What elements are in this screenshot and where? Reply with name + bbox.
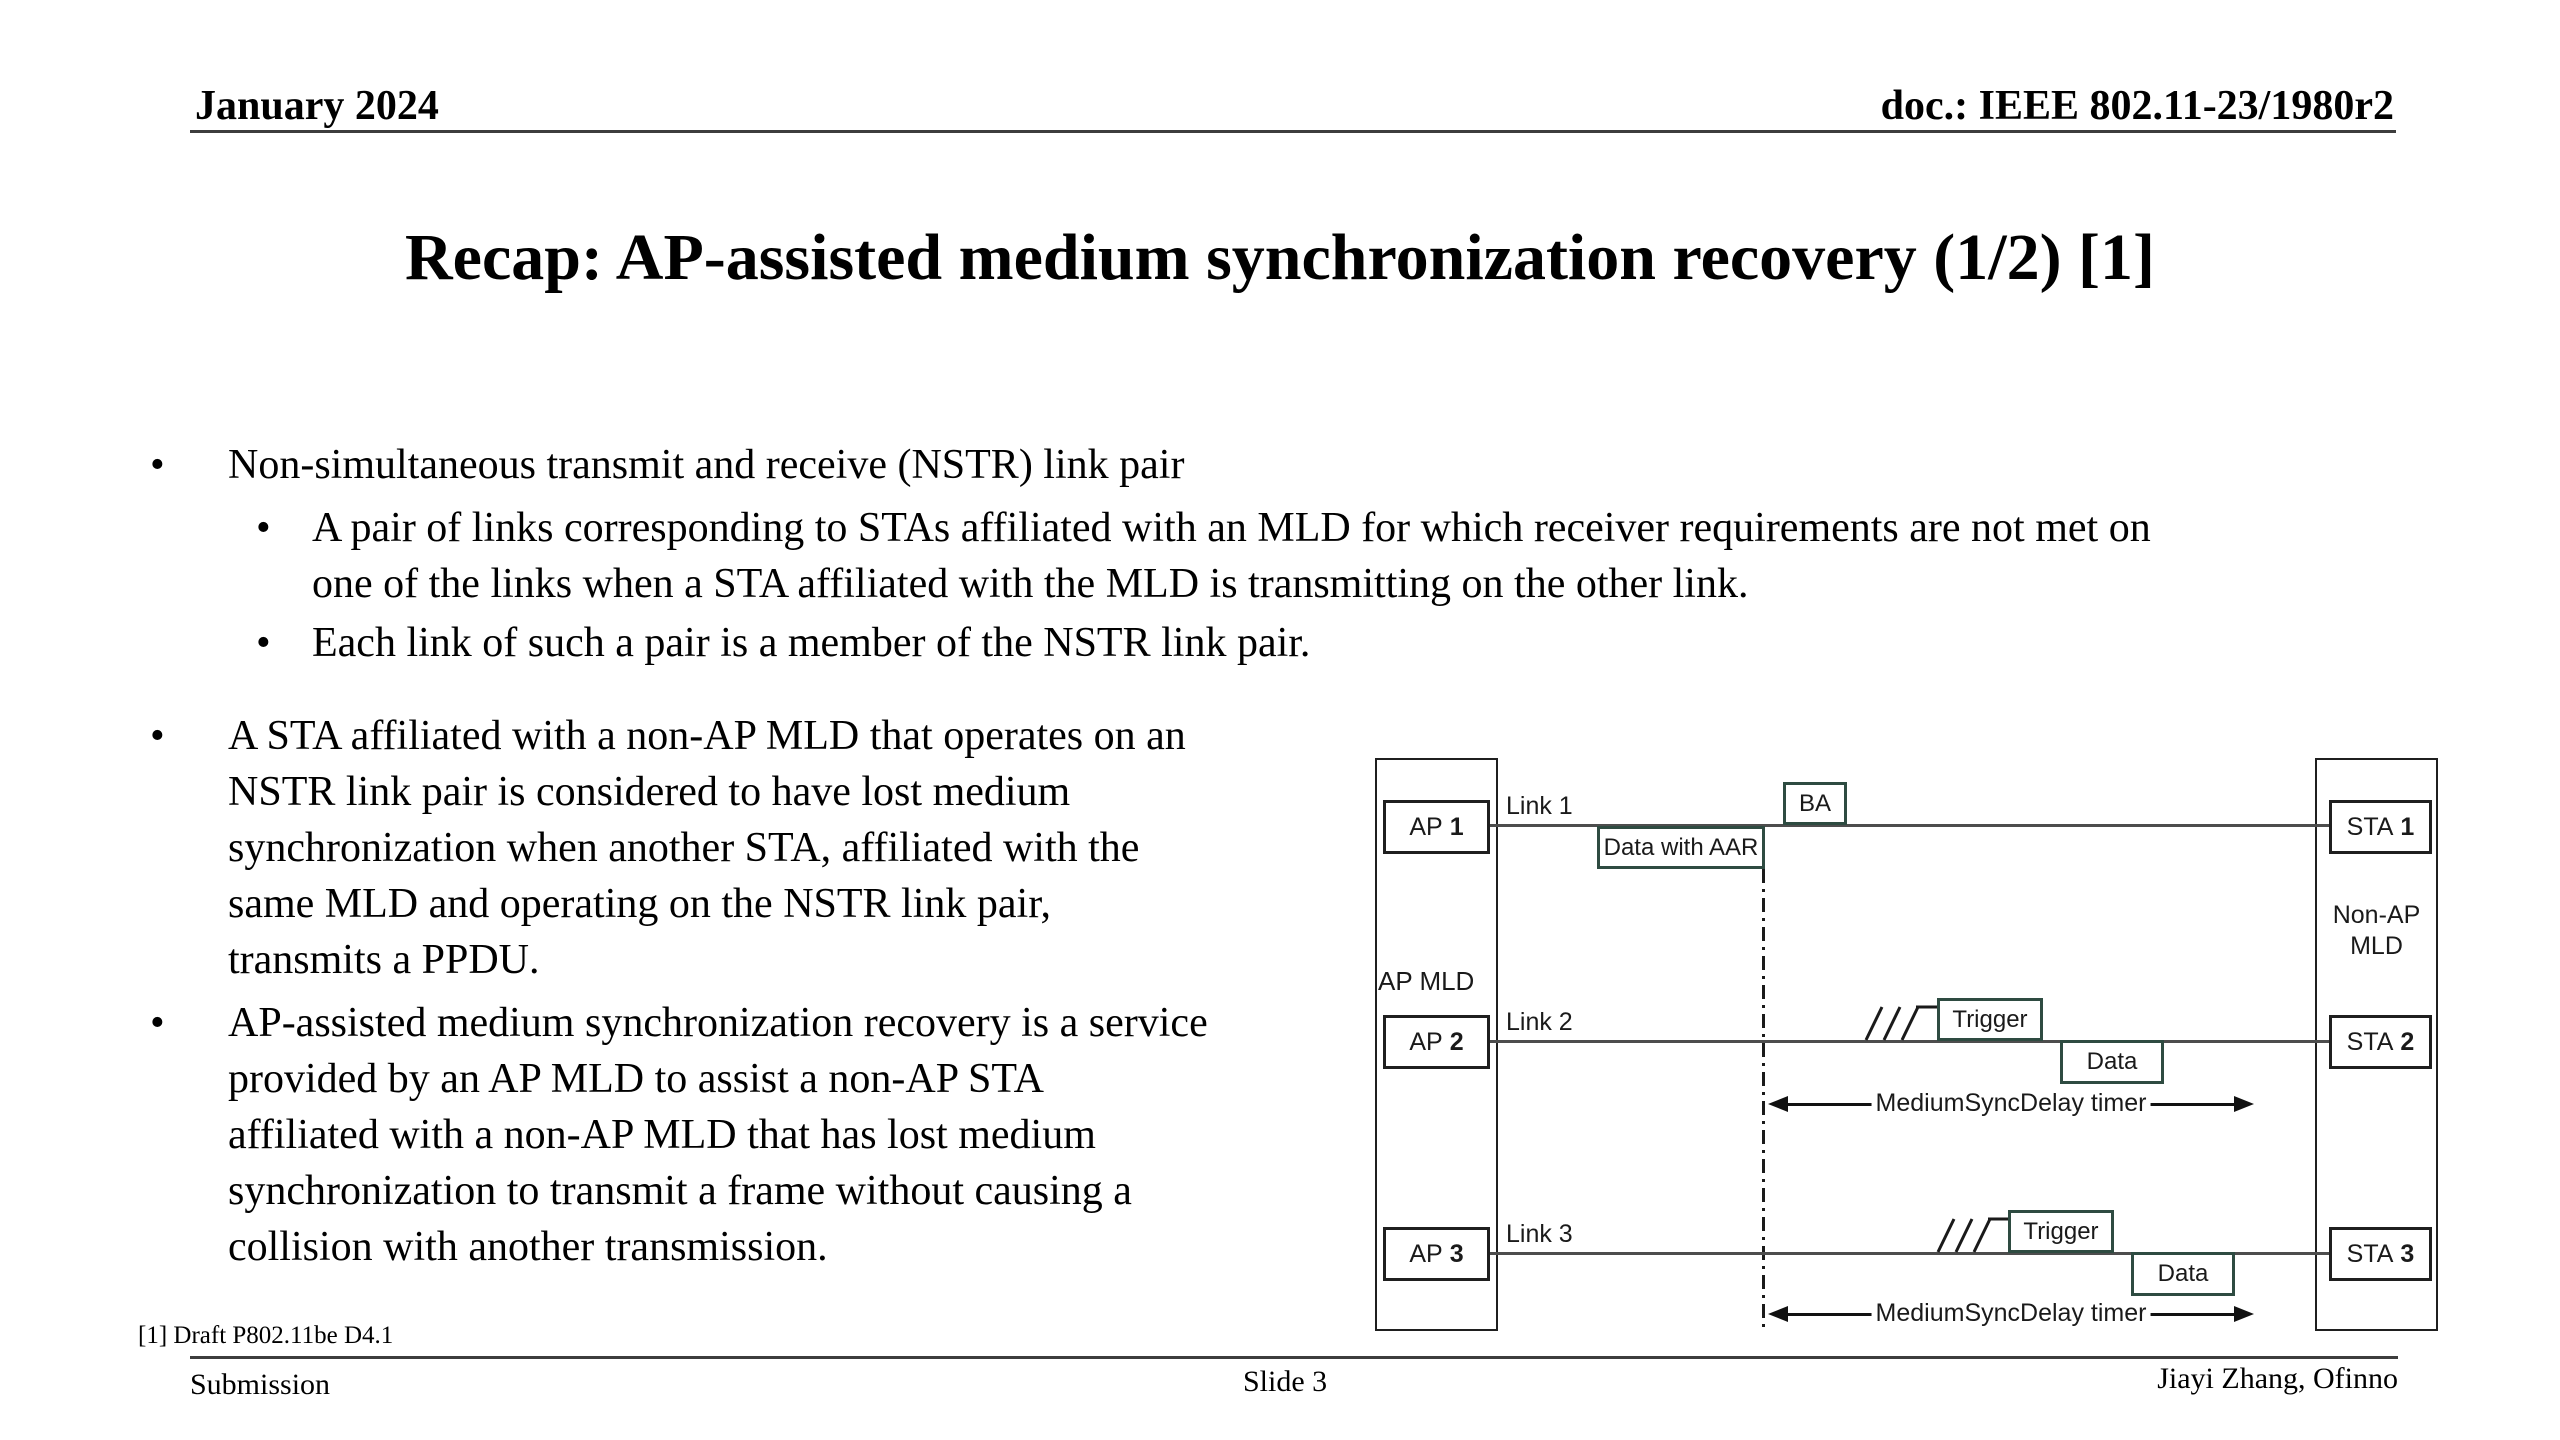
bullet-ap-assisted-recovery: • AP-assisted medium synchronization rec… xyxy=(150,995,1208,1275)
sub-bullet-pair-of-links: • A pair of links corresponding to STAs … xyxy=(256,500,2482,612)
data-frame-link3: Data xyxy=(2131,1252,2235,1296)
header-rule xyxy=(190,130,2396,133)
timer-label: MediumSyncDelay timer xyxy=(1871,1300,2151,1327)
backoff-hatch-icon xyxy=(1936,1217,2010,1253)
non-ap-mld-label: Non-AP MLD xyxy=(2332,901,2421,960)
bullet-icon: • xyxy=(150,713,165,759)
footer-author: Jiayi Zhang, Ofinno xyxy=(2157,1362,2398,1395)
arrowhead-right-icon xyxy=(2234,1096,2254,1112)
data-with-aar-frame: Data with AAR xyxy=(1597,826,1765,869)
trigger-label: Trigger xyxy=(2023,1217,2099,1245)
link2-label: Link 2 xyxy=(1506,1008,1573,1036)
data-with-aar-label: Data with AAR xyxy=(1603,833,1759,861)
sub-bullet-text: A pair of links corresponding to STAs af… xyxy=(312,505,2151,607)
sta3-label: STA xyxy=(2346,1239,2394,1268)
trigger-frame-link2: Trigger xyxy=(1937,998,2043,1041)
sta1-number: 1 xyxy=(2400,812,2415,841)
link1-label: Link 1 xyxy=(1506,792,1573,820)
ap3-number: 3 xyxy=(1449,1239,1464,1268)
trigger-label: Trigger xyxy=(1952,1005,2028,1033)
ba-label: BA xyxy=(1798,789,1831,817)
ap2-number: 2 xyxy=(1449,1027,1464,1056)
timer-label: MediumSyncDelay timer xyxy=(1871,1090,2151,1117)
sync-loss-reference-line xyxy=(1762,869,1765,1327)
footer-submission: Submission xyxy=(190,1368,331,1401)
sub-bullet-each-link: • Each link of such a pair is a member o… xyxy=(256,615,2482,671)
page-title: Recap: AP-assisted medium synchronizatio… xyxy=(405,221,2155,294)
ba-frame: BA xyxy=(1783,782,1847,825)
ap1-number: 1 xyxy=(1449,812,1464,841)
bullet-lost-medium-sync: • A STA affiliated with a non-AP MLD tha… xyxy=(150,708,1186,988)
bullet-nstr-link-pair: • Non-simultaneous transmit and receive … xyxy=(150,437,1184,493)
link2-line xyxy=(1490,1040,2330,1043)
bullet-text: AP-assisted medium synchronization recov… xyxy=(228,1000,1208,1270)
link1-line xyxy=(1490,824,2330,827)
link3-line xyxy=(1490,1252,2330,1255)
bullet-icon: • xyxy=(256,505,271,551)
sta2-number: 2 xyxy=(2400,1027,2415,1056)
backoff-hatch-icon xyxy=(1864,1005,1938,1041)
data-label: Data xyxy=(2157,1260,2209,1287)
footer-slide-number: Slide 3 xyxy=(1243,1365,1328,1398)
arrowhead-left-icon xyxy=(1768,1306,1788,1322)
ap3-label: AP xyxy=(1409,1239,1443,1268)
sub-bullet-text: Each link of such a pair is a member of … xyxy=(312,620,1311,666)
sta3-number: 3 xyxy=(2400,1239,2415,1268)
bullet-icon: • xyxy=(150,442,165,488)
data-label: Data xyxy=(2086,1048,2138,1075)
trigger-frame-link3: Trigger xyxy=(2008,1210,2114,1253)
bullet-text: A STA affiliated with a non-AP MLD that … xyxy=(228,713,1186,983)
ap1-label: AP xyxy=(1409,812,1443,841)
ap2-label: AP xyxy=(1409,1027,1443,1056)
arrowhead-left-icon xyxy=(1768,1096,1788,1112)
bullet-text: Non-simultaneous transmit and receive (N… xyxy=(228,442,1185,488)
medium-sync-delay-timer-link2: MediumSyncDelay timer xyxy=(1768,1090,2254,1117)
medium-sync-delay-timer-link3: MediumSyncDelay timer xyxy=(1768,1300,2254,1327)
arrowhead-right-icon xyxy=(2234,1306,2254,1322)
sta1-label: STA xyxy=(2346,812,2394,841)
ap-mld-label: AP MLD xyxy=(1378,966,1475,996)
bullet-icon: • xyxy=(150,1000,165,1046)
header-date: January 2024 xyxy=(195,83,439,129)
header-doc-number: doc.: IEEE 802.11-23/1980r2 xyxy=(1880,83,2394,129)
bullet-icon: • xyxy=(256,620,271,666)
sta2-label: STA xyxy=(2346,1027,2394,1056)
footnote-reference: [1] Draft P802.11be D4.1 xyxy=(138,1322,394,1349)
link3-label: Link 3 xyxy=(1506,1220,1573,1248)
footer-rule xyxy=(190,1356,2398,1359)
data-frame-link2: Data xyxy=(2060,1040,2164,1084)
